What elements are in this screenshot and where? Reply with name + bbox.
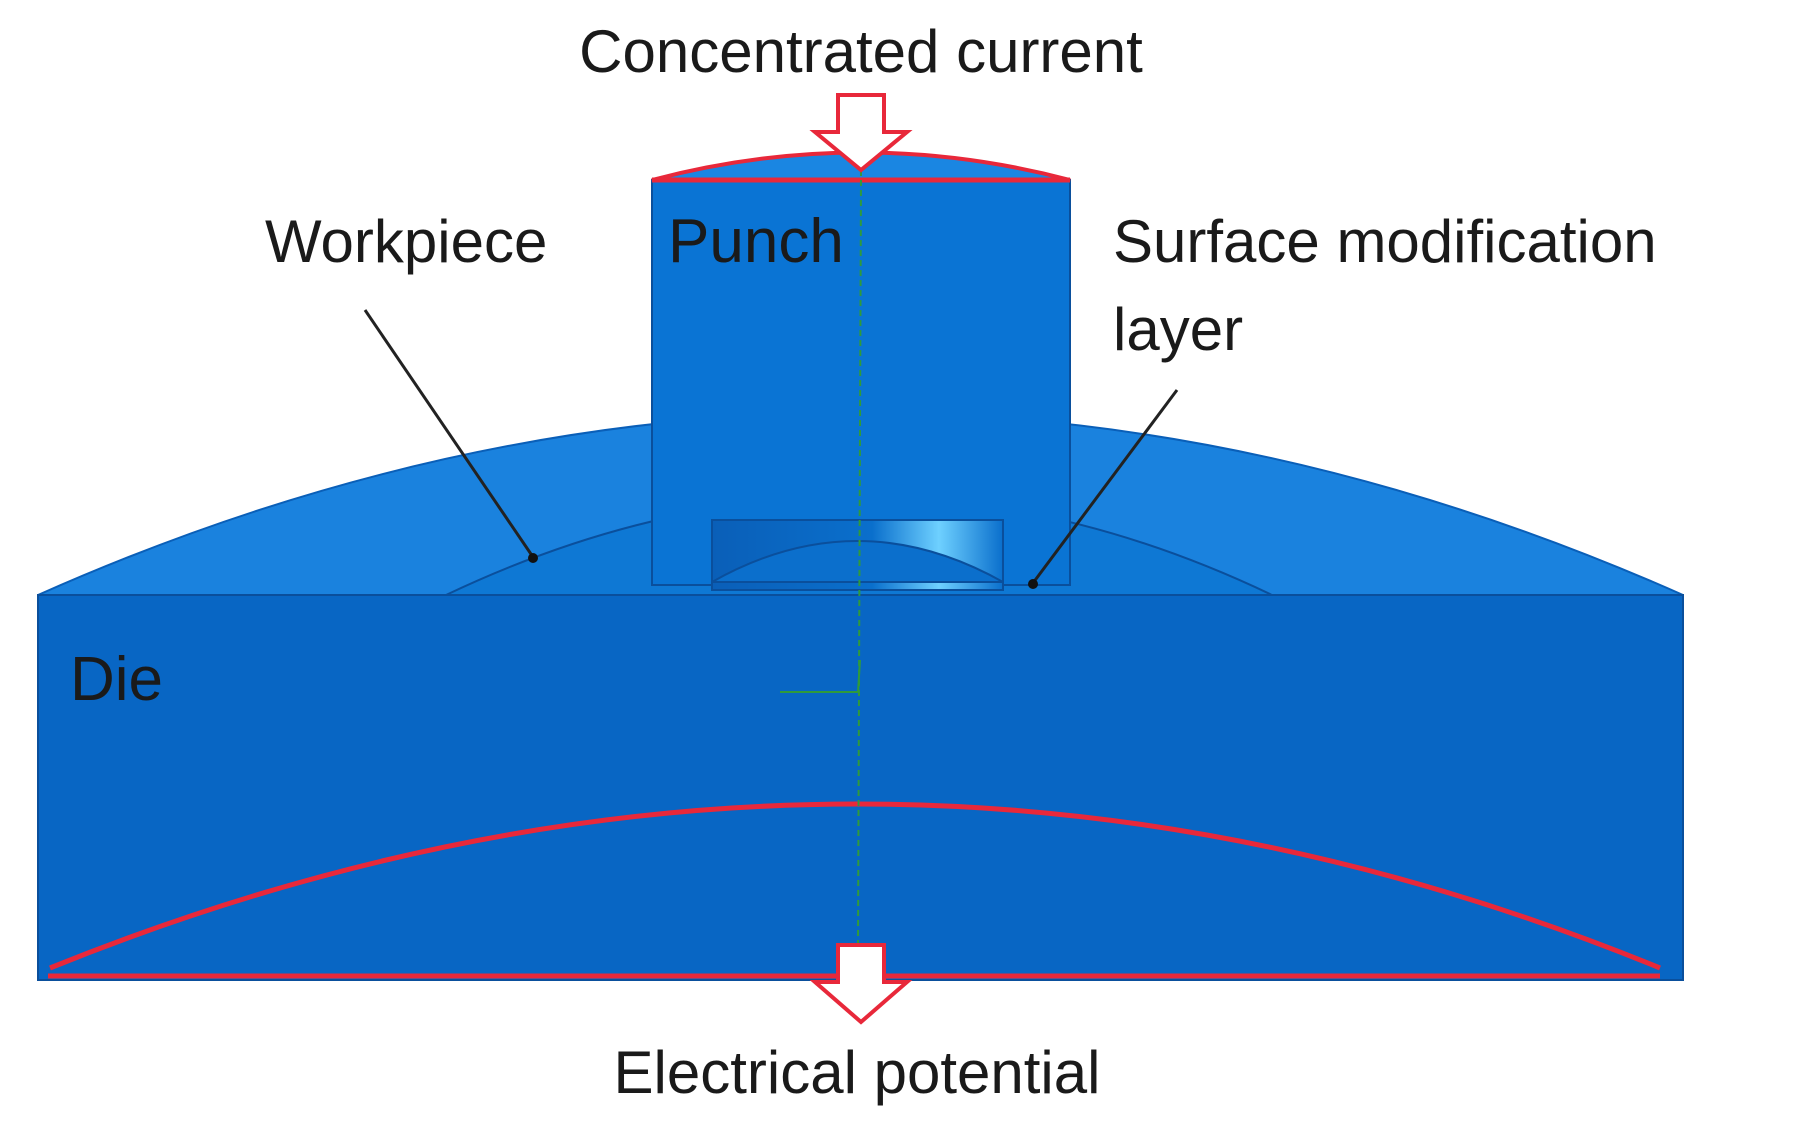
concentrated-current-label: Concentrated current — [579, 18, 1143, 85]
electrical-potential-label: Electrical potential — [614, 1039, 1101, 1106]
surface-modification-label-line2: layer — [1113, 296, 1243, 363]
workpiece-leader-line — [363, 309, 535, 558]
workpiece-leader-dot — [528, 553, 538, 563]
surface-layer-leader-dot — [1028, 579, 1038, 589]
die-front-face — [37, 594, 1684, 981]
axis-marker — [780, 659, 861, 693]
cavity-floor — [708, 540, 1007, 583]
surface-modification-label: Surface modification — [1113, 208, 1657, 275]
surface-layer-leader-line — [1031, 389, 1179, 584]
electrical-potential-arrow — [809, 943, 913, 1025]
concentrated-current-arrow — [809, 93, 913, 173]
punch-label: Punch — [668, 207, 844, 276]
centre-axis — [857, 169, 862, 946]
die-label: Die — [70, 645, 163, 714]
die-bottom-boundary-curve — [49, 801, 1661, 971]
workpiece-label: Workpiece — [265, 208, 547, 275]
